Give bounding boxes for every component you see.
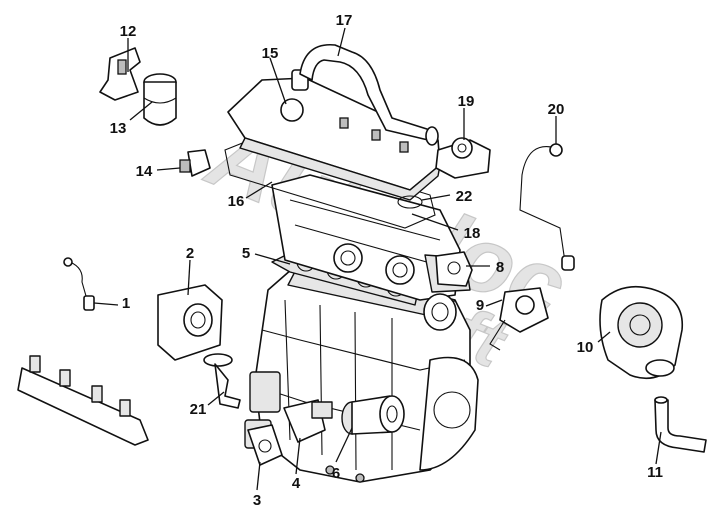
valve-part-19	[435, 137, 491, 179]
seal-ring-part-22	[397, 195, 423, 209]
callout-8: 8	[496, 259, 504, 276]
sensor-wire-part-1	[63, 257, 95, 311]
callout-1: 1	[122, 295, 130, 312]
coolant-outlet-part-8	[435, 251, 473, 287]
callout-11: 11	[647, 464, 663, 481]
callout-21: 21	[190, 401, 207, 418]
callout-5: 5	[242, 245, 250, 262]
callout-18: 18	[464, 225, 481, 242]
callout-6: 6	[332, 465, 340, 482]
callout-17: 17	[336, 12, 353, 29]
thermostat-housing-part-13	[143, 73, 177, 126]
callout-12: 12	[120, 23, 137, 40]
breather-hose	[299, 43, 439, 146]
pulley-part-6	[341, 395, 405, 435]
callout-20: 20	[548, 101, 565, 118]
leader-lines	[93, 27, 662, 491]
callout-4: 4	[292, 475, 301, 492]
callout-19: 19	[458, 93, 475, 110]
bracket-part-12	[99, 47, 141, 101]
egr-valve-part-9	[489, 287, 549, 351]
callout-14: 14	[136, 163, 153, 180]
callout-labels: 1 2 3 4 5 6 7 8 9 10 11 12 13 14 15 16 1…	[110, 12, 663, 509]
callout-10: 10	[577, 339, 594, 356]
callout-16: 16	[228, 193, 245, 210]
fuel-rail	[17, 355, 149, 446]
hose-part-11	[654, 396, 707, 453]
callout-2: 2	[186, 245, 194, 262]
turbocharger-part-10	[599, 285, 684, 380]
oil-filter-housing-part-7	[423, 293, 457, 331]
valve-cover	[227, 69, 441, 201]
seal-housing-part-2	[157, 284, 223, 361]
oil-pickup-part-21	[203, 353, 241, 409]
callout-13: 13	[110, 120, 127, 137]
sensor-part-14	[179, 149, 211, 177]
callout-9: 9	[476, 297, 484, 314]
throttle-part-3	[247, 424, 283, 466]
pump-part-4	[283, 399, 333, 443]
callout-15: 15	[262, 45, 279, 62]
callout-3: 3	[253, 492, 261, 509]
callout-22: 22	[456, 188, 473, 205]
